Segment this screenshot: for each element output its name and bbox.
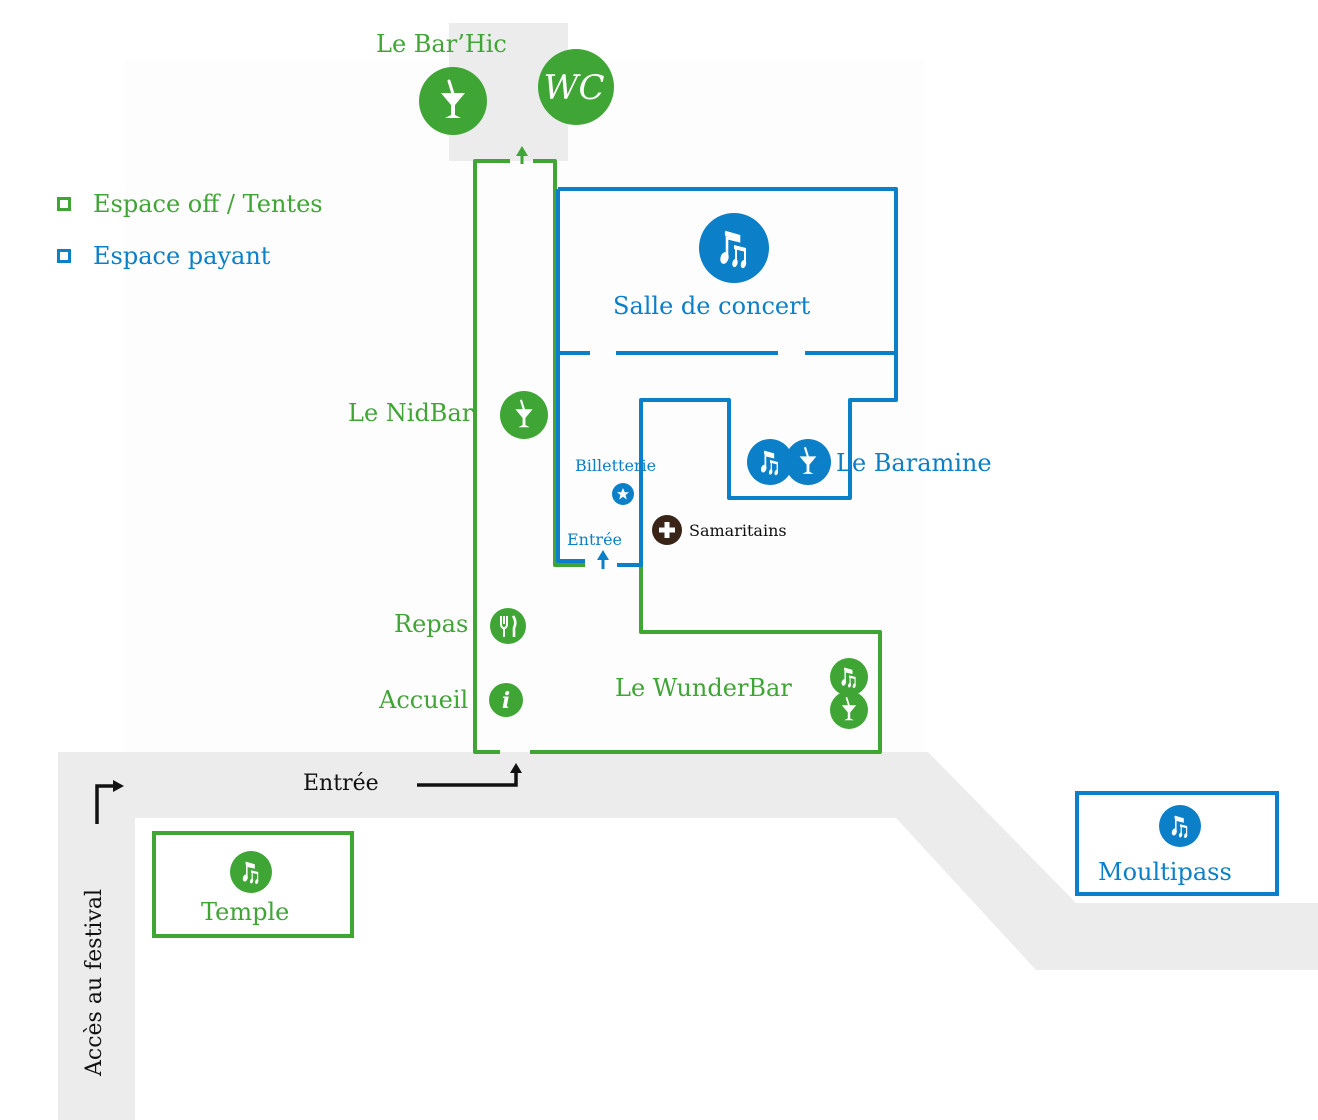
baramine-label[interactable]: Le Baramine xyxy=(836,449,992,477)
moultipass-music-icon[interactable] xyxy=(1159,805,1201,847)
billetterie-label[interactable]: Billetterie xyxy=(575,456,657,475)
paid-entrance-label[interactable]: Entrée xyxy=(567,530,622,549)
entrance-arrow xyxy=(417,763,522,787)
wc-icon[interactable]: WC xyxy=(538,49,614,125)
access-festival-label[interactable]: Accès au festival xyxy=(82,888,107,1076)
baramine-music-icon[interactable] xyxy=(747,439,793,485)
svg-text:WC: WC xyxy=(544,68,605,108)
bar-hic-label[interactable]: Le Bar’Hic xyxy=(376,30,507,58)
first-aid-cross-icon[interactable] xyxy=(652,515,682,545)
info-icon[interactable]: i xyxy=(489,683,523,717)
paid-zone-outline xyxy=(556,187,898,567)
temple-music-icon[interactable] xyxy=(230,851,272,893)
salle-concert-label[interactable]: Salle de concert xyxy=(613,292,811,320)
wunderbar-music-icon[interactable] xyxy=(830,658,868,696)
legend-off-space: Espace off / Tentes xyxy=(57,190,323,218)
arrow-up-icon xyxy=(597,550,609,569)
samaritains-label[interactable]: Samaritains xyxy=(689,521,787,540)
legend-label: Espace payant xyxy=(93,242,271,270)
bar-hic-cocktail-icon[interactable] xyxy=(419,67,487,135)
wunderbar-cocktail-icon[interactable] xyxy=(830,691,868,729)
moultipass-label[interactable]: Moultipass xyxy=(1098,858,1232,886)
legend-paid-space: Espace payant xyxy=(57,242,270,270)
salle-concert-music-icon[interactable] xyxy=(699,213,769,283)
legend-swatch-blue xyxy=(57,249,71,263)
nidbar-cocktail-icon[interactable] xyxy=(500,391,548,439)
accueil-label[interactable]: Accueil xyxy=(379,686,469,714)
arrow-up-icon xyxy=(516,146,528,164)
main-entrance-label[interactable]: Entrée xyxy=(303,771,379,796)
billetterie-star-icon[interactable] xyxy=(612,483,634,505)
fork-knife-icon[interactable] xyxy=(490,608,526,644)
nidbar-label[interactable]: Le NidBar xyxy=(348,399,474,427)
legend-label: Espace off / Tentes xyxy=(93,190,323,218)
temple-label[interactable]: Temple xyxy=(201,898,290,926)
legend-swatch-green xyxy=(57,197,71,211)
baramine-cocktail-icon[interactable] xyxy=(785,439,831,485)
repas-label[interactable]: Repas xyxy=(394,610,469,638)
access-arrow xyxy=(95,780,124,824)
svg-text:i: i xyxy=(502,688,510,714)
wunderbar-label[interactable]: Le WunderBar xyxy=(615,674,792,702)
